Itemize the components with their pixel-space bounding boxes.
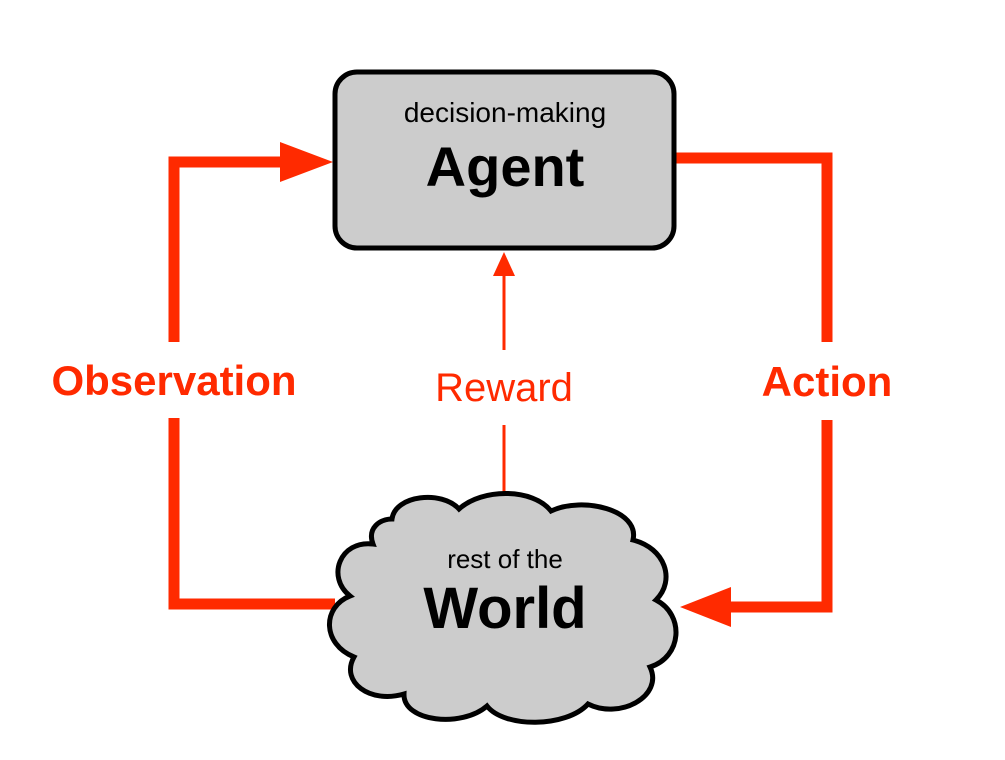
reward-arrowhead [493,252,515,276]
reward-arrow [493,252,515,496]
agent-box [332,69,677,251]
observation-label: Observation [51,357,297,404]
world-cloud [327,491,679,725]
observation-arrow [168,142,335,610]
world-title: World [423,576,587,641]
agent-caption: decision-making [403,97,607,128]
agent-title: Agent [425,135,585,198]
action-arrow [674,152,833,627]
observation-arrowhead [280,142,333,182]
action-label: Action [761,358,893,405]
world-caption: rest of the [447,544,563,574]
reward-label: Reward [435,366,573,410]
action-arrowhead [680,587,731,627]
